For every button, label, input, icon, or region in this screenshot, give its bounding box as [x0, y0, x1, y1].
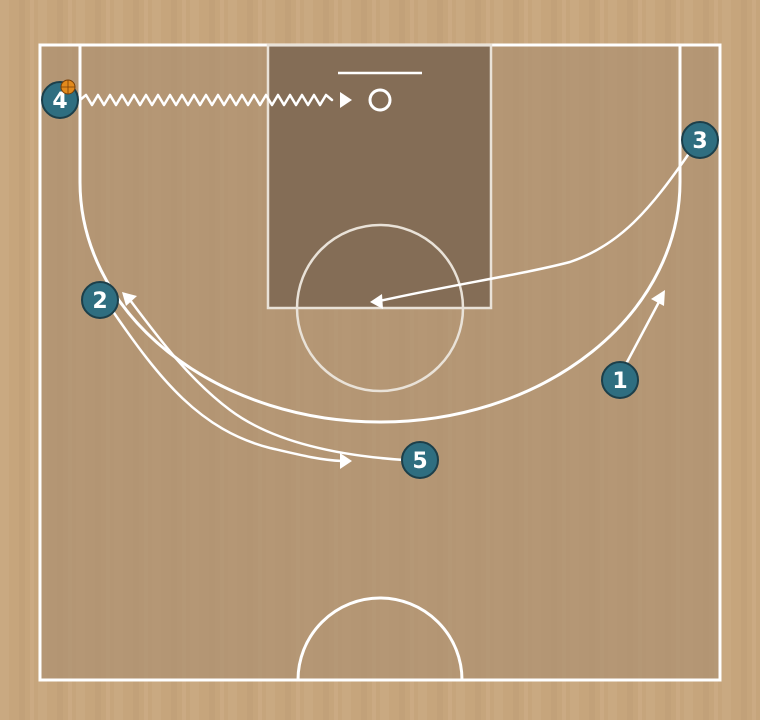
arrowhead-dribble: [340, 92, 352, 108]
player-2: 2: [81, 281, 119, 319]
player-marker: [681, 121, 719, 159]
dribble-path-4: [78, 93, 334, 107]
player-5: 5: [401, 441, 439, 479]
key-lines: [266, 43, 493, 310]
cut-path-3: [373, 150, 692, 304]
arrowhead-cut-3: [370, 294, 383, 309]
player-label: 4: [52, 89, 67, 114]
arrow-heads: [122, 92, 665, 469]
player-label: 2: [92, 289, 107, 314]
player-label: 1: [612, 369, 627, 394]
player-marker: [81, 281, 119, 319]
player-marker: [601, 361, 639, 399]
player-1: 1: [601, 361, 639, 399]
paint-area: [268, 45, 491, 308]
player-4: 4: [41, 79, 79, 119]
movement-arrows: [78, 93, 692, 463]
player-3: 3: [681, 121, 719, 159]
arrowhead-cut-1: [651, 290, 665, 306]
arrowhead-cut-5: [122, 292, 137, 306]
free-throw-circle: [295, 223, 465, 393]
player-label: 3: [692, 129, 707, 154]
cut-path-5: [128, 298, 406, 462]
center-circle-arc: [296, 596, 464, 681]
player-label: 5: [412, 449, 427, 474]
basketball-icon: [60, 79, 76, 95]
arrowhead-cut-2: [340, 453, 352, 469]
cut-path-2: [110, 308, 344, 463]
basket-rim: [368, 88, 392, 112]
cut-path-1: [624, 298, 662, 366]
player-marker: [401, 441, 439, 479]
